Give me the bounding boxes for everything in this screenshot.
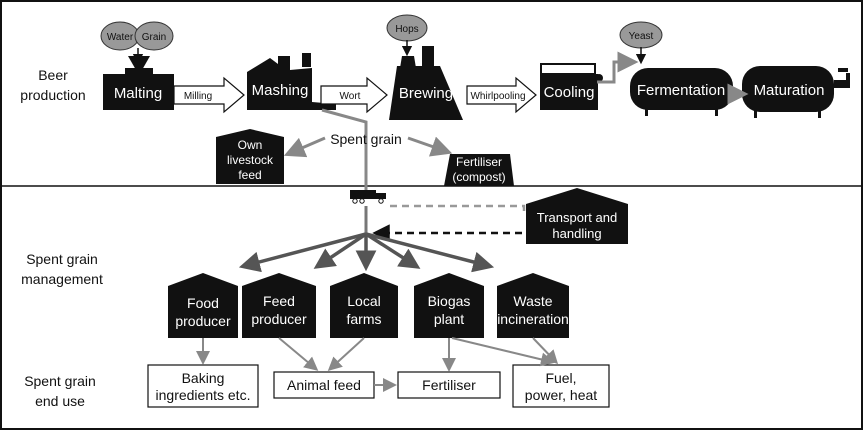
- transport-handling-node: Transport and handling: [526, 188, 628, 244]
- cooling-to-fermentation-arrow: [597, 51, 639, 84]
- compost-label-line2: (compost): [452, 170, 505, 184]
- section-label-management-line2: management: [21, 271, 103, 287]
- livestock-label-line1: Own: [238, 138, 263, 152]
- local-farms-line2: farms: [347, 311, 382, 327]
- waste-line1: Waste: [513, 293, 552, 309]
- transport-label-line2: handling: [552, 226, 601, 241]
- baking-line1: Baking: [182, 370, 225, 386]
- whirlpooling-label: Whirlpooling: [470, 91, 525, 102]
- distribution-arrows: [238, 232, 495, 273]
- brewing-label: Brewing: [399, 85, 453, 102]
- end-use-arrows: [196, 337, 559, 392]
- local-farms-node: Local farms: [330, 273, 398, 338]
- food-producer-line2: producer: [175, 313, 231, 329]
- grain-input: Grain: [134, 21, 174, 51]
- fuel-line1: Fuel,: [545, 370, 576, 386]
- whirlpooling-arrow: Whirlpooling: [466, 76, 537, 114]
- section-label-beer-line1: Beer: [38, 67, 68, 83]
- yeast-label: Yeast: [629, 31, 654, 42]
- fertiliser-box: Fertiliser: [397, 371, 501, 399]
- animal-feed-label: Animal feed: [287, 377, 361, 393]
- local-farms-line1: Local: [347, 293, 380, 309]
- fermentation-label: Fermentation: [637, 82, 725, 99]
- waste-line2: incineration: [497, 311, 569, 327]
- fuel-line2: power, heat: [525, 387, 597, 403]
- waste-incineration-node: Waste incineration: [497, 273, 569, 338]
- fuel-power-heat-box: Fuel, power, heat: [512, 364, 610, 408]
- fermentation-to-maturation-arrow: [727, 83, 749, 105]
- feed-producer-line2: producer: [251, 311, 307, 327]
- baking-ingredients-box: Baking ingredients etc.: [147, 364, 259, 408]
- truck-icon: [350, 190, 386, 204]
- biogas-line1: Biogas: [428, 293, 471, 309]
- maturation-step: Maturation: [742, 66, 850, 118]
- yeast-input: Yeast: [619, 21, 663, 49]
- animal-feed-box: Animal feed: [273, 371, 375, 399]
- brewing-step: Brewing: [389, 46, 463, 120]
- baking-line2: ingredients etc.: [156, 387, 251, 403]
- water-label: Water: [107, 32, 134, 43]
- hops-label: Hops: [395, 24, 418, 35]
- livestock-label-line2: livestock: [227, 153, 274, 167]
- food-producer-node: Food producer: [168, 273, 238, 338]
- milling-label: Milling: [184, 91, 212, 102]
- section-label-enduse-line2: end use: [35, 393, 85, 409]
- malting-label: Malting: [114, 85, 162, 102]
- spent-grain-to-compost-arrow: [407, 136, 453, 157]
- wort-label: Wort: [340, 91, 361, 102]
- spent-grain-line: [321, 108, 368, 190]
- section-label-management-line1: Spent grain: [26, 251, 98, 267]
- wort-arrow: Wort: [320, 76, 388, 114]
- food-producer-line1: Food: [187, 295, 219, 311]
- biogas-line2: plant: [434, 311, 464, 327]
- milling-arrow: Milling: [173, 76, 245, 114]
- feed-producer-line1: Feed: [263, 293, 295, 309]
- malting-step: Malting: [103, 56, 174, 110]
- transport-link-grey: [390, 204, 526, 214]
- maturation-label: Maturation: [754, 82, 825, 99]
- water-input: Water: [100, 21, 140, 51]
- livestock-label-line3: feed: [238, 168, 261, 182]
- cooling-label: Cooling: [544, 84, 595, 101]
- own-livestock-feed-node: Own livestock feed: [216, 129, 284, 184]
- compost-label-line1: Fertiliser: [456, 155, 502, 169]
- fertiliser-label: Fertiliser: [422, 377, 476, 393]
- hops-input: Hops: [386, 14, 428, 42]
- transport-label-line1: Transport and: [537, 210, 617, 225]
- spent-grain-to-livestock-arrow: [283, 136, 326, 158]
- spent-grain-label: Spent grain: [330, 131, 402, 147]
- compost-fertiliser-node: Fertiliser (compost): [444, 154, 514, 186]
- biogas-plant-node: Biogas plant: [414, 273, 484, 338]
- section-label-beer-line2: production: [20, 87, 85, 103]
- mashing-label: Mashing: [252, 82, 309, 99]
- grain-label: Grain: [142, 32, 166, 43]
- feed-producer-node: Feed producer: [242, 273, 316, 338]
- fermentation-step: Fermentation: [630, 68, 733, 116]
- section-label-enduse-line1: Spent grain: [24, 373, 96, 389]
- cooling-step: Cooling: [540, 63, 603, 110]
- mashing-step: Mashing: [247, 53, 336, 110]
